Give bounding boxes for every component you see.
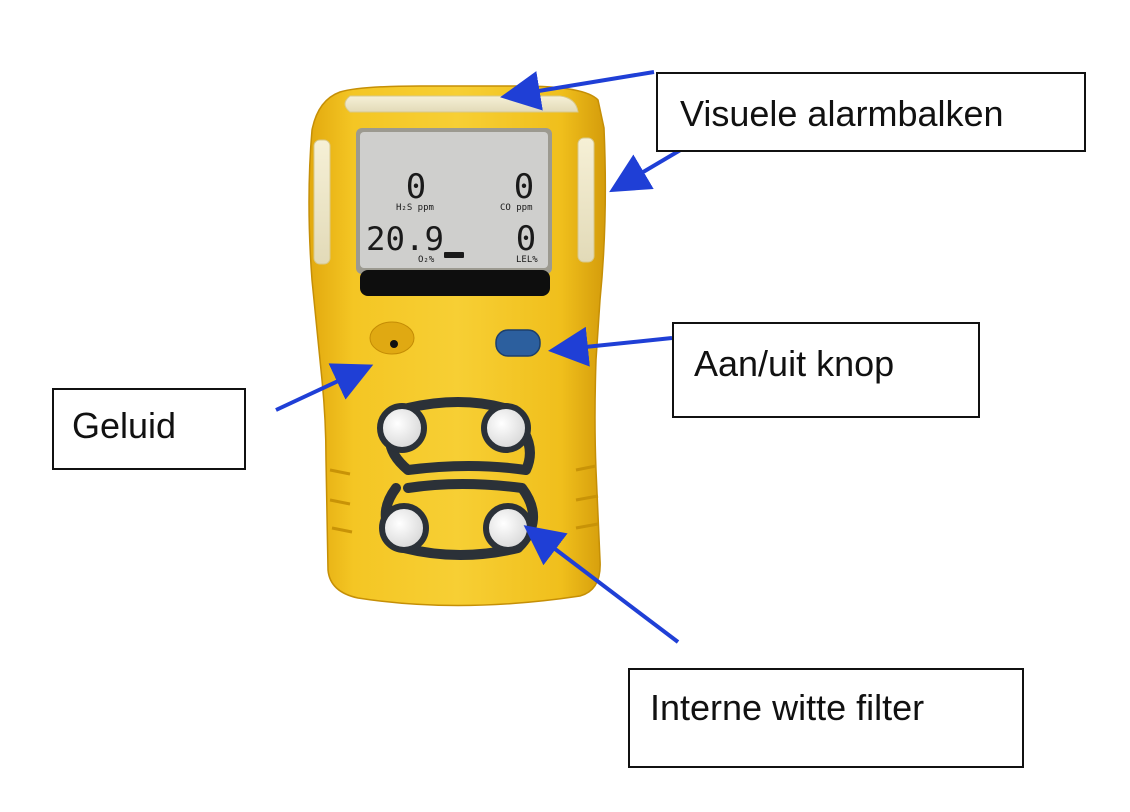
sensor-filter-bottom-right [483,503,533,553]
sensor-array [377,397,539,560]
label-visual-alarm-bars-text: Visuele alarmbalken [680,93,1004,134]
battery-indicator [444,252,464,258]
arrow-sound-port [275,363,374,412]
label-sound-text: Geluid [72,405,177,446]
power-button[interactable] [495,329,541,357]
label-internal-filter-text: Interne witte filter [650,687,925,728]
o2-unit: O₂% [418,255,435,265]
h2s-unit: H₂S ppm [396,203,434,213]
arrow-filter [523,525,680,644]
o2-value: 20.9 [366,220,444,258]
sensor-filter-bottom-left [379,503,429,553]
label-internal-filter: Interne witte filter [628,668,1024,768]
label-sound: Geluid [52,388,246,470]
lcd-display: 0 H₂S ppm 0 CO ppm 20.9 O₂% 0 LEL% [356,128,552,296]
annotation-arrows [275,70,696,644]
label-power-button-text: Aan/uit knop [694,343,895,384]
sound-port [369,321,415,355]
co-value: 0 [514,167,534,207]
arrow-alarm-bar-top [500,70,655,111]
sensor-filter-top-right [481,403,531,453]
h2s-value: 0 [406,167,426,207]
co-unit: CO ppm [500,203,533,213]
lel-value: 0 [516,219,536,259]
label-visual-alarm-bars: Visuele alarmbalken [656,72,1086,152]
arrow-power-button [548,326,673,367]
lel-unit: LEL% [516,255,538,265]
label-power-button: Aan/uit knop [672,322,980,418]
sensor-filter-top-left [377,403,427,453]
